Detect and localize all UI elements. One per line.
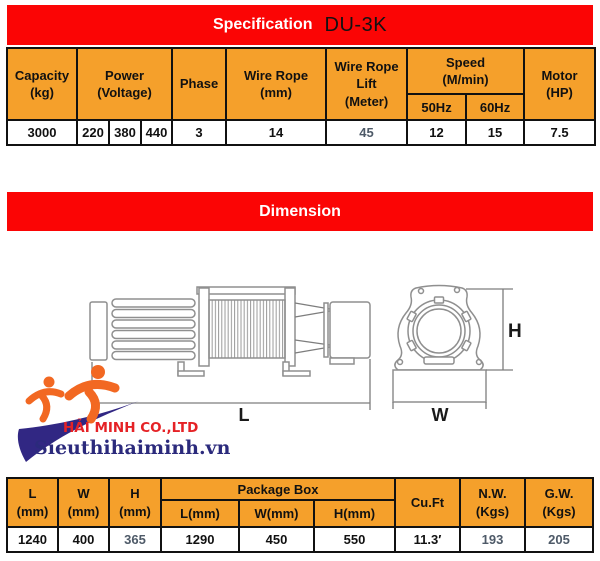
- winch-side-view-drawing: [89, 286, 371, 377]
- value-speed-60hz: 15: [465, 119, 526, 146]
- speed-label: Speed: [446, 54, 486, 70]
- gross-weight-label: G.W.: [544, 486, 574, 502]
- col-header-package-box: Package Box: [159, 477, 397, 501]
- value-motor: 7.5: [523, 119, 597, 146]
- motor-unit: (HP): [546, 85, 573, 100]
- height-dimension-line: H: [466, 288, 522, 371]
- value-phase: 3: [171, 119, 228, 146]
- winch-end-view-drawing: [392, 284, 487, 403]
- lift-label-1: Wire Rope: [334, 59, 399, 75]
- dim-label-height: H: [508, 321, 522, 342]
- speed-unit: (M/min): [442, 72, 489, 87]
- haiminh-logo: HẢI MINH CO.,LTD Sieuthihaiminh.vn: [5, 363, 245, 473]
- capacity-label: Capacity: [14, 67, 70, 83]
- length-label: L: [28, 486, 37, 502]
- value-package-height: 550: [312, 526, 397, 553]
- logo-website: Sieuthihaiminh.vn: [34, 437, 231, 459]
- value-package-width: 450: [238, 526, 315, 553]
- value-voltage-440: 440: [139, 119, 174, 146]
- col-header-power: Power (Voltage): [75, 47, 174, 121]
- net-weight-label: N.W.: [478, 486, 507, 502]
- col-header-gross-weight: G.W. (Kgs): [524, 477, 595, 528]
- lift-label-2: Lift: [356, 76, 377, 92]
- motor-label: Motor: [541, 67, 578, 83]
- specification-header-bar: Specification DU-3K: [7, 5, 593, 45]
- value-height: 365: [108, 526, 162, 553]
- col-header-wire-rope-lift: Wire Rope Lift (Meter): [325, 47, 409, 121]
- col-header-package-height: H(mm): [312, 499, 397, 528]
- col-header-height: H (mm): [108, 477, 162, 528]
- dimension-header-bar: Dimension: [7, 192, 593, 231]
- phase-label: Phase: [179, 76, 219, 92]
- value-speed-50hz: 12: [406, 119, 468, 146]
- power-label: Power: [105, 67, 145, 83]
- value-length: 1240: [6, 526, 59, 553]
- wire-rope-unit: (mm): [260, 85, 292, 100]
- lift-unit: (Meter): [344, 93, 389, 109]
- col-header-60hz: 60Hz: [465, 93, 526, 121]
- value-voltage-380: 380: [108, 119, 142, 146]
- value-wire-rope: 14: [225, 119, 328, 146]
- power-unit: (Voltage): [97, 85, 152, 100]
- dim-label-width: W: [432, 405, 449, 425]
- value-cuft: 11.3′: [394, 526, 462, 553]
- width-unit: (mm): [67, 503, 100, 519]
- logo-company-name: HẢI MINH CO.,LTD: [63, 420, 199, 436]
- col-header-cuft: Cu.Ft: [394, 477, 462, 528]
- col-header-speed: Speed (M/min): [406, 47, 526, 95]
- specification-table: Capacity (kg) Power (Voltage) Phase Wire…: [6, 47, 597, 146]
- logo-figures-icon: [17, 365, 140, 462]
- height-label: H: [130, 486, 140, 502]
- dimension-drawing: L W: [89, 284, 522, 425]
- value-wire-rope-lift: 45: [325, 119, 409, 146]
- length-unit: (mm): [16, 503, 49, 519]
- col-header-phase: Phase: [171, 47, 228, 121]
- col-header-motor: Motor (HP): [523, 47, 597, 121]
- col-header-package-length: L(mm): [160, 499, 240, 528]
- gross-weight-unit: (Kgs): [542, 503, 576, 519]
- col-header-width: W (mm): [57, 477, 110, 528]
- dimension-table: L (mm) W (mm) H (mm) Package Box Cu.Ft N…: [6, 477, 595, 553]
- wire-rope-label: Wire Rope: [243, 67, 309, 83]
- dimension-title: Dimension: [259, 202, 341, 220]
- model-number: DU-3K: [324, 13, 388, 36]
- value-width: 400: [57, 526, 110, 553]
- specification-title: Specification: [212, 16, 313, 33]
- col-header-50hz: 50Hz: [406, 93, 468, 121]
- value-voltage-220: 220: [76, 119, 110, 146]
- value-capacity: 3000: [6, 119, 78, 146]
- col-header-wire-rope: Wire Rope (mm): [225, 47, 328, 121]
- col-header-net-weight: N.W. (Kgs): [459, 477, 527, 528]
- width-dimension-line: W: [392, 402, 487, 425]
- col-header-package-width: W(mm): [238, 499, 315, 528]
- value-gross-weight: 205: [524, 526, 595, 553]
- value-package-length: 1290: [160, 526, 240, 553]
- col-header-length: L (mm): [6, 477, 59, 528]
- capacity-unit: (kg): [30, 85, 54, 100]
- net-weight-unit: (Kgs): [475, 503, 510, 519]
- height-unit: (mm): [119, 503, 151, 519]
- width-label: W: [77, 486, 90, 502]
- col-header-capacity: Capacity (kg): [6, 47, 78, 121]
- dim-label-length: L: [239, 405, 250, 425]
- value-net-weight: 193: [459, 526, 527, 553]
